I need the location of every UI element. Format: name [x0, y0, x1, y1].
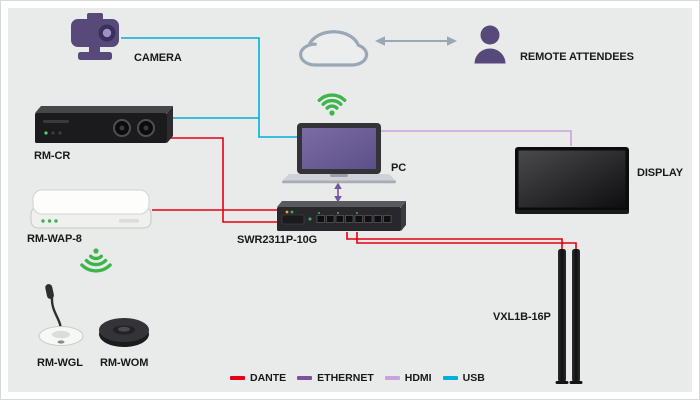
rm-wap-8-label: RM-WAP-8 — [27, 233, 82, 245]
camera-label: CAMERA — [134, 52, 182, 64]
rm-wom-device — [99, 318, 149, 347]
speaker-right-device — [569, 249, 583, 384]
wifi-icon-pc — [317, 93, 347, 116]
dante-swatch-icon — [230, 376, 245, 380]
hdmi-swatch-icon — [384, 376, 400, 380]
usb-legend-label: USB — [462, 372, 485, 384]
cloud-icon — [301, 32, 367, 65]
legend-item-usb: USB — [442, 372, 485, 384]
hdmi-connection-pc-display — [381, 130, 572, 146]
pc-device — [282, 123, 396, 184]
arrow-right-head-icon — [447, 36, 457, 46]
rm-wom-label: RM-WOM — [100, 357, 149, 369]
ethernet-swatch-icon — [297, 376, 313, 380]
legend-item-hdmi: HDMI — [384, 372, 432, 384]
speakers-label: VXL1B-16P — [493, 311, 551, 323]
ethernet-arrow-up-icon — [334, 182, 342, 189]
legend: DANTE ETHERNET HDMI USB — [230, 372, 485, 384]
wifi-icon-wap — [80, 248, 112, 273]
dante-legend-label: DANTE — [250, 372, 287, 384]
ethernet-arrow-down-icon — [334, 196, 342, 203]
dante-connection-switch-speaker-right — [356, 232, 577, 249]
dante-connection-switch-speaker-left — [346, 232, 563, 249]
network-switch-device — [277, 201, 406, 231]
ethernet-legend-label: ETHERNET — [317, 372, 374, 384]
dante-connection-rmcr-switch — [169, 137, 277, 223]
camera-icon — [71, 13, 119, 60]
display-label: DISPLAY — [637, 167, 683, 179]
rm-wap-8-device — [30, 189, 152, 229]
remote-attendees-label: REMOTE ATTENDEES — [520, 51, 634, 63]
usb-swatch-icon — [442, 376, 458, 380]
usb-connection-camera-pc — [121, 37, 297, 138]
rm-cr-label: RM-CR — [34, 150, 71, 162]
speaker-left-device — [555, 249, 569, 384]
rm-wgl-label: RM-WGL — [37, 357, 83, 369]
pc-label: PC — [391, 162, 407, 174]
rm-cr-device — [35, 106, 173, 143]
switch-label: SWR2311P-10G — [237, 234, 318, 246]
legend-item-dante: DANTE — [230, 372, 286, 384]
hdmi-legend-label: HDMI — [404, 372, 432, 384]
arrow-left-head-icon — [375, 36, 385, 46]
display-device — [515, 147, 629, 214]
rm-wgl-device — [38, 284, 84, 346]
remote-attendees-icon — [474, 25, 506, 64]
legend-item-ethernet: ETHERNET — [297, 372, 374, 384]
